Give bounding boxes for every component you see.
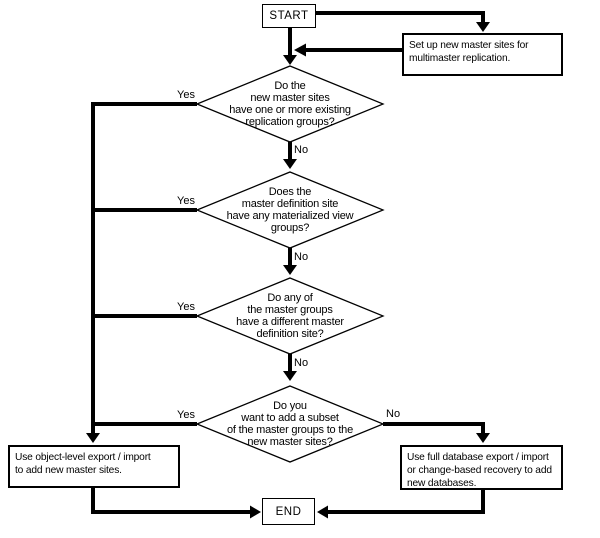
decision-1-text: Do the new master sites have one or more…: [197, 80, 383, 128]
outcome-right-line: new databases.: [407, 478, 477, 489]
setup-process-box: Set up new master sites for multimaster …: [402, 33, 563, 76]
outcome-right-box: Use full database export / import or cha…: [400, 445, 563, 490]
decision-3-diamond: [195, 277, 385, 355]
decision-line: definition site?: [256, 328, 324, 340]
setup-box-line: Set up new master sites for: [409, 40, 529, 51]
decision-line: groups?: [270, 222, 310, 234]
decision-3-no-label: No: [294, 357, 309, 369]
connector-start-to-setup: [316, 11, 485, 23]
setup-box-line: multimaster replication.: [409, 53, 511, 64]
connector-leftbox-end: [91, 488, 252, 514]
decision-line: Do you: [273, 400, 307, 412]
outcome-left-box: Use object-level export / import to add …: [8, 445, 180, 488]
outcome-right-line: Use full database export / import: [407, 452, 549, 463]
end-label: END: [275, 505, 302, 518]
decision-2-text: Does the master definition site have any…: [197, 186, 383, 234]
decision-line: have a different master: [236, 316, 344, 328]
outcome-left-line: Use object-level export / import: [15, 452, 151, 463]
start-label: START: [269, 10, 309, 22]
connector-no-4: [383, 422, 485, 434]
decision-1-no-label: No: [294, 144, 309, 156]
arrowhead-into-d2: [283, 159, 297, 169]
arrowhead-into-d1: [283, 55, 297, 65]
arrowhead-into-end-right: [317, 505, 328, 519]
arrowhead-into-end-left: [250, 505, 261, 519]
decision-4-diamond: [195, 385, 385, 463]
outcome-left-line: to add new master sites.: [15, 465, 122, 476]
decision-line: Does the: [268, 186, 312, 198]
decision-line: new master sites: [250, 92, 330, 104]
decision-line: of the master groups to the: [226, 424, 354, 436]
decision-3-yes-label: Yes: [177, 301, 195, 313]
arrowhead-setup-return: [294, 43, 306, 57]
outcome-right-line: or change-based recovery to add: [407, 465, 552, 476]
decision-line: want to add a subset: [241, 412, 339, 424]
decision-2-yes-label: Yes: [177, 195, 195, 207]
arrowhead-into-d4: [283, 371, 297, 381]
decision-3-text: Do any of the master groups have a diffe…: [197, 292, 383, 340]
arrowhead-into-setup-box: [476, 22, 490, 32]
decision-line: Do the: [274, 80, 306, 92]
decision-4-yes-label: Yes: [177, 409, 195, 421]
decision-2-no-label: No: [294, 251, 309, 263]
decision-4-no-label: No: [386, 408, 401, 420]
decision-line: have one or more existing: [229, 104, 351, 116]
decision-line: new master sites?: [247, 436, 333, 448]
decision-1-yes-label: Yes: [177, 89, 195, 101]
arrowhead-into-right-box: [476, 433, 490, 443]
decision-line: replication groups?: [245, 116, 335, 128]
decision-line: Do any of: [267, 292, 313, 304]
decision-2-diamond: [195, 171, 385, 249]
arrowhead-into-left-box: [86, 433, 100, 443]
end-node: END: [262, 498, 315, 525]
start-node: START: [262, 4, 316, 28]
arrowhead-into-d3: [283, 265, 297, 275]
decision-line: have any materialized view: [226, 210, 354, 222]
decision-1-diamond: [195, 65, 385, 143]
connector-rightbox-end: [326, 490, 485, 514]
decision-line: master definition site: [241, 198, 339, 210]
decision-line: the master groups: [247, 304, 333, 316]
decision-4-text: Do you want to add a subset of the maste…: [197, 400, 383, 448]
